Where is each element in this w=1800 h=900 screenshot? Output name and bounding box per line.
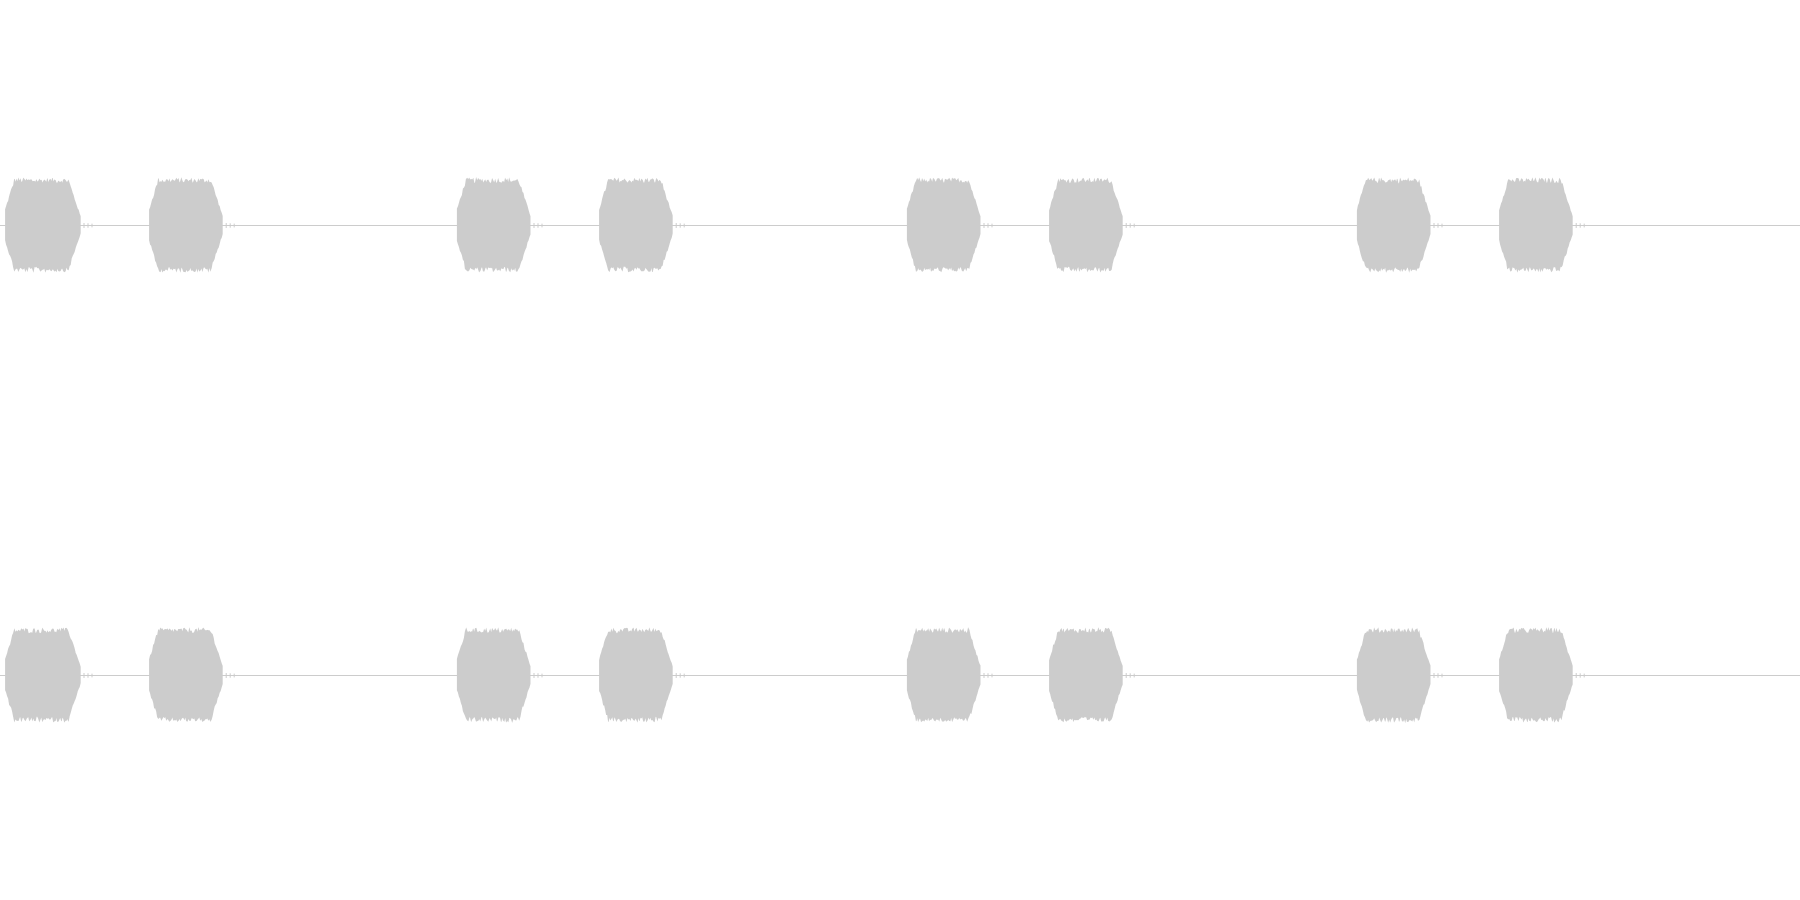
waveform-burst <box>5 627 81 723</box>
waveform-burst <box>1499 627 1573 723</box>
waveform-burst <box>1356 627 1431 724</box>
waveform-burst <box>906 177 981 273</box>
waveform-burst <box>1049 177 1123 273</box>
waveform-burst <box>1499 177 1573 273</box>
waveform-burst <box>599 177 673 273</box>
waveform-channel-1 <box>0 176 1800 273</box>
waveform-channel-2 <box>0 627 1800 724</box>
waveform-burst <box>906 627 981 723</box>
waveform-burst <box>599 627 673 723</box>
waveform-burst <box>149 177 223 273</box>
waveform-burst <box>456 627 531 723</box>
waveform-burst <box>1049 627 1123 723</box>
waveform-burst <box>5 177 81 273</box>
waveform-burst <box>149 627 223 722</box>
waveform-burst <box>1356 177 1431 273</box>
waveform-burst <box>456 176 531 273</box>
